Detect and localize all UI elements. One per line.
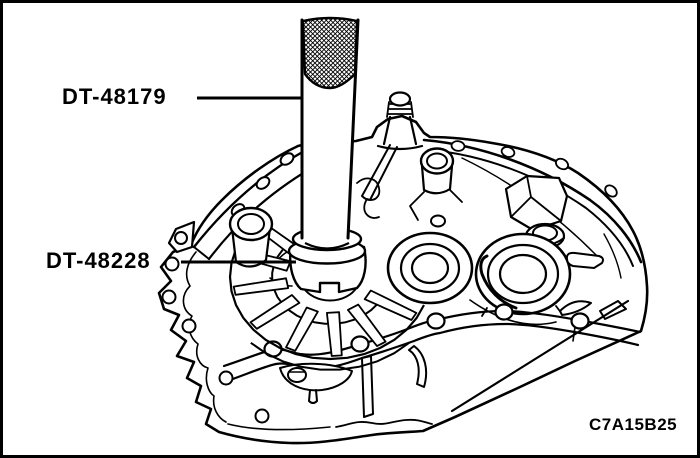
- tube-boss: [228, 206, 274, 268]
- bolt-hole: [174, 231, 188, 245]
- knurl-grip: [301, 16, 359, 90]
- hub-ring: [228, 213, 425, 361]
- hub-rib: [346, 303, 387, 348]
- bolt-hole: [350, 335, 370, 353]
- figure-code: C7A15B25: [589, 415, 678, 434]
- rib-band-hole: [255, 176, 271, 190]
- callout-dt-48179: DT-48179: [62, 86, 167, 108]
- bore-middle: [386, 231, 474, 305]
- gasket-hole: [604, 184, 618, 198]
- hub-rib: [232, 277, 290, 296]
- hub-center-arc: [302, 286, 358, 302]
- callout-dt-48228-text: DT-48228: [46, 248, 151, 273]
- bearing-bore-right: [474, 232, 572, 317]
- gasket-hole: [554, 157, 570, 171]
- hub-rib: [325, 311, 343, 357]
- gasket-hole: [500, 146, 516, 158]
- gasket-hole: [450, 140, 466, 152]
- bolt-hole: [254, 408, 270, 424]
- hub-ring: [250, 341, 410, 371]
- bolt-hole: [218, 370, 234, 386]
- bolt-hole: [164, 256, 180, 272]
- lower-wall-edge: [450, 299, 630, 413]
- bolt-hole: [426, 312, 446, 330]
- transmission-case: [157, 91, 649, 445]
- collar-lip-arc: [304, 242, 350, 250]
- bolt-hole: [181, 318, 197, 334]
- hub-rib: [249, 294, 301, 330]
- bolt-hole: [161, 289, 177, 305]
- hub-rib: [285, 306, 319, 352]
- left-flange-holes: [161, 256, 270, 424]
- rib-band-hole: [279, 152, 295, 166]
- upper-rib-band: [192, 148, 322, 261]
- bolt-hole: [494, 303, 514, 321]
- case-inner-contour: [182, 251, 227, 423]
- small-hole: [287, 367, 307, 383]
- callout-dt-48228: DT-48228: [46, 250, 151, 272]
- driver-shaft-dt48179: [300, 16, 360, 250]
- small-hole: [430, 214, 446, 228]
- gasket-band: [422, 138, 643, 267]
- small-boss: [409, 147, 463, 228]
- hub-ribs: [228, 213, 425, 371]
- callout-dt-48179-text: DT-48179: [62, 84, 167, 109]
- bolt-hole: [570, 312, 590, 330]
- hub-rib: [363, 289, 418, 321]
- breather-vent: [361, 91, 424, 201]
